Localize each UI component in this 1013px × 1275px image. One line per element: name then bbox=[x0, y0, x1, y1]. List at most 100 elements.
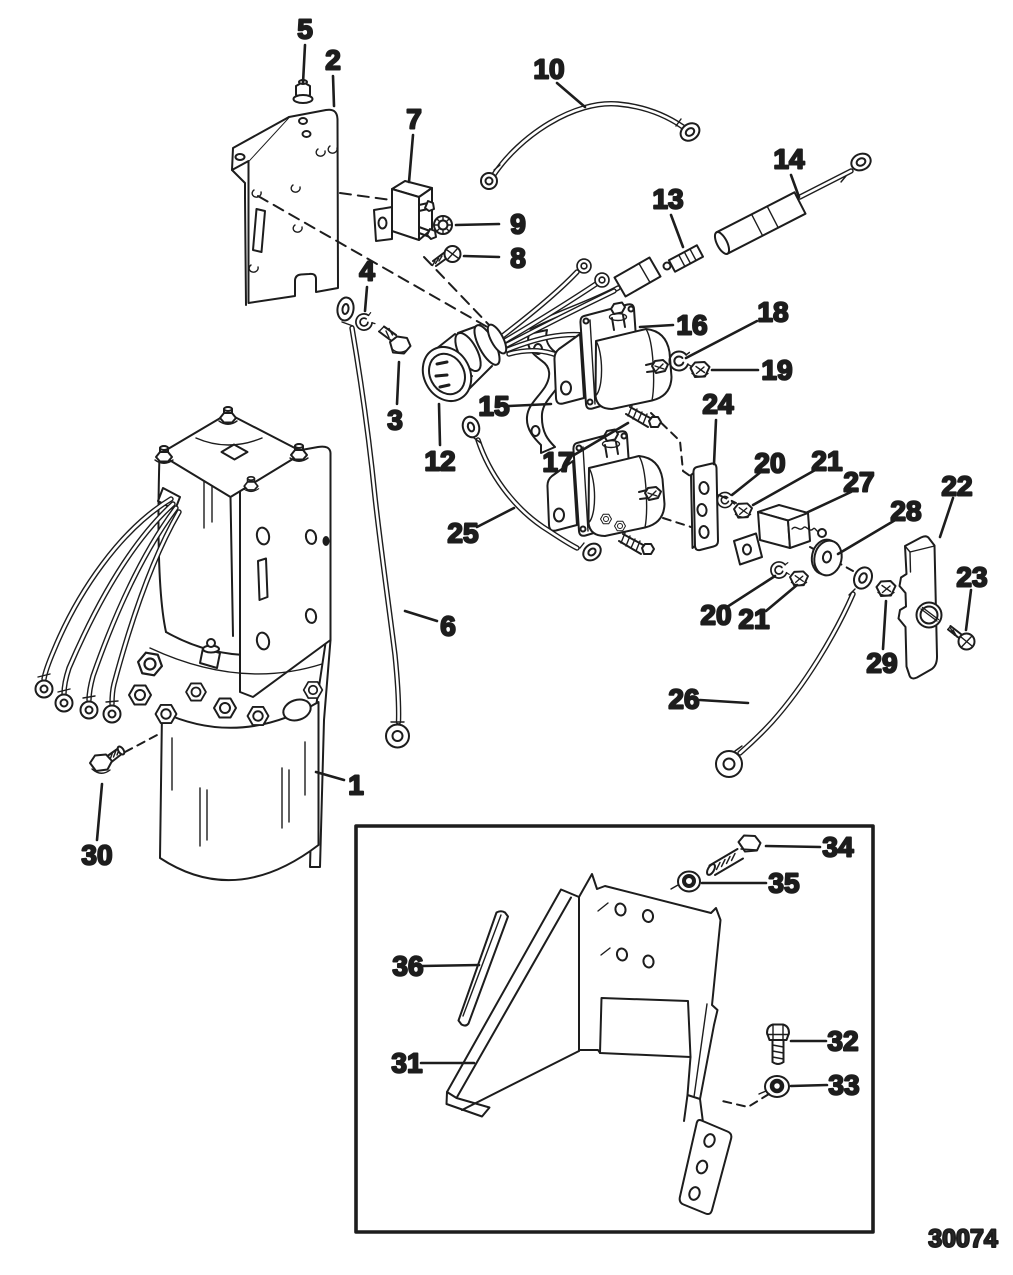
callout-leader-24-16 bbox=[712, 418, 718, 466]
callout-label-29-27: 29 bbox=[866, 648, 897, 679]
fill-plug-screw-30 bbox=[89, 745, 126, 774]
callout-leader-33-36 bbox=[789, 1083, 829, 1088]
callout-label-30-30: 30 bbox=[81, 840, 112, 871]
strap-hole bbox=[530, 425, 541, 437]
bracket-inset bbox=[354, 824, 875, 1234]
callout-leader-18-13 bbox=[684, 319, 759, 360]
callout-label-1-29: 1 bbox=[348, 770, 364, 801]
callout-leader-3-9 bbox=[395, 360, 401, 406]
callout-leader-12-10 bbox=[437, 402, 442, 447]
callout-label-10-3: 10 bbox=[533, 54, 564, 85]
callout-leader-30-30 bbox=[95, 782, 104, 842]
callout-leader-7-2 bbox=[407, 133, 415, 184]
callout-label-34-31: 34 bbox=[822, 832, 854, 863]
callout-label-25-23: 25 bbox=[447, 518, 478, 549]
callout-label-9-4: 9 bbox=[510, 209, 526, 240]
callout-leader-28-20 bbox=[836, 517, 899, 556]
screw-8 bbox=[431, 245, 462, 267]
callout-label-14-7: 14 bbox=[773, 144, 805, 175]
callout-label-20-25: 20 bbox=[700, 600, 731, 631]
callout-label-18-13: 18 bbox=[757, 297, 788, 328]
callout-label-28-20: 28 bbox=[890, 496, 921, 527]
callout-label-27-19: 27 bbox=[843, 467, 874, 498]
callout-label-31-34: 31 bbox=[391, 1048, 422, 1079]
solenoid-terminal-nut bbox=[600, 513, 612, 525]
circuit-breaker bbox=[373, 180, 437, 242]
ground-wire-6 bbox=[336, 296, 410, 749]
callout-leader-20-17 bbox=[730, 469, 764, 497]
callout-leader-16-12 bbox=[638, 323, 675, 329]
callout-label-4-8: 4 bbox=[359, 256, 375, 287]
washer-disc-28 bbox=[810, 538, 843, 577]
callout-label-20-17: 20 bbox=[754, 448, 785, 479]
callout-leader-1-29 bbox=[314, 770, 346, 782]
callout-leader-9-4 bbox=[454, 222, 501, 227]
battery-cable-14 bbox=[713, 152, 872, 255]
callout-label-12-10: 12 bbox=[424, 446, 455, 477]
callout-leader-29-27 bbox=[881, 599, 888, 651]
hex-nut-29 bbox=[875, 580, 897, 597]
callout-label-19-14: 19 bbox=[761, 355, 792, 386]
ground-wire-26 bbox=[715, 566, 873, 778]
terminal-plate-24 bbox=[690, 462, 719, 552]
callout-label-32-35: 32 bbox=[827, 1026, 858, 1057]
callout-label-7-2: 7 bbox=[406, 104, 422, 135]
solenoid-16 bbox=[553, 301, 673, 428]
bolt-32 bbox=[766, 1023, 790, 1065]
callout-leader-6-24 bbox=[403, 609, 439, 623]
switch-27 bbox=[733, 504, 827, 566]
reservoir-can bbox=[159, 701, 320, 882]
callout-leader-8-5 bbox=[462, 254, 501, 259]
diagram-number: 30074 bbox=[928, 1225, 998, 1253]
pump-assembly bbox=[34, 406, 332, 882]
trim-connector-12 bbox=[421, 323, 508, 402]
callout-leader-4-8 bbox=[363, 285, 369, 313]
washer-33 bbox=[758, 1075, 790, 1098]
callout-label-2-1: 2 bbox=[325, 45, 341, 76]
callout-leader-36-33 bbox=[420, 963, 481, 968]
washer-35 bbox=[670, 870, 701, 893]
mounting-bracket-31 bbox=[445, 873, 733, 1216]
bolt-34 bbox=[706, 834, 762, 876]
callout-label-23-22: 23 bbox=[956, 562, 987, 593]
callout-leader-10-3 bbox=[555, 81, 587, 109]
motor-lead-wires bbox=[34, 487, 182, 724]
callout-label-24-16: 24 bbox=[702, 389, 734, 420]
solenoid-terminal-nut bbox=[614, 520, 626, 532]
callout-label-33-36: 33 bbox=[828, 1070, 859, 1101]
mounting-bracket-plate bbox=[231, 108, 339, 306]
callout-leader-5-0 bbox=[301, 43, 307, 85]
fuse-link-13 bbox=[662, 244, 704, 273]
callout-leader-34-31 bbox=[764, 844, 822, 849]
callout-label-22-21: 22 bbox=[941, 471, 972, 502]
callout-leader-25-23 bbox=[475, 506, 516, 529]
hex-nut-19 bbox=[689, 361, 711, 378]
washer-alignment-dashes bbox=[717, 1093, 770, 1108]
callout-label-6-24: 6 bbox=[440, 611, 456, 642]
callout-leader-26-28 bbox=[698, 698, 750, 705]
star-washer-9 bbox=[433, 215, 453, 235]
callout-label-26-28: 26 bbox=[668, 684, 699, 715]
callout-label-5-0: 5 bbox=[297, 14, 313, 45]
lock-washer-18 bbox=[668, 350, 692, 372]
callout-label-17-15: 17 bbox=[542, 447, 573, 478]
callout-label-16-12: 16 bbox=[676, 310, 707, 341]
callout-leader-22-21 bbox=[938, 496, 955, 539]
callout-leader-20-25 bbox=[725, 574, 777, 609]
hex-nut-5 bbox=[292, 79, 314, 104]
callout-leader-17-15 bbox=[572, 421, 630, 457]
callout-leader-21-18 bbox=[751, 467, 819, 507]
callout-label-21-26: 21 bbox=[738, 604, 769, 635]
callout-label-35-32: 35 bbox=[768, 868, 799, 899]
hex-nut-21 bbox=[789, 570, 809, 587]
hex-nut-21 bbox=[733, 502, 753, 519]
jumper-wire-10 bbox=[480, 101, 701, 190]
jumper-wire-25 bbox=[461, 415, 602, 562]
lock-washer-4 bbox=[353, 310, 377, 333]
callout-leader-13-6 bbox=[669, 213, 685, 249]
callout-label-3-9: 3 bbox=[387, 405, 403, 436]
inset-border bbox=[354, 824, 875, 1234]
callout-label-8-5: 8 bbox=[510, 243, 526, 274]
